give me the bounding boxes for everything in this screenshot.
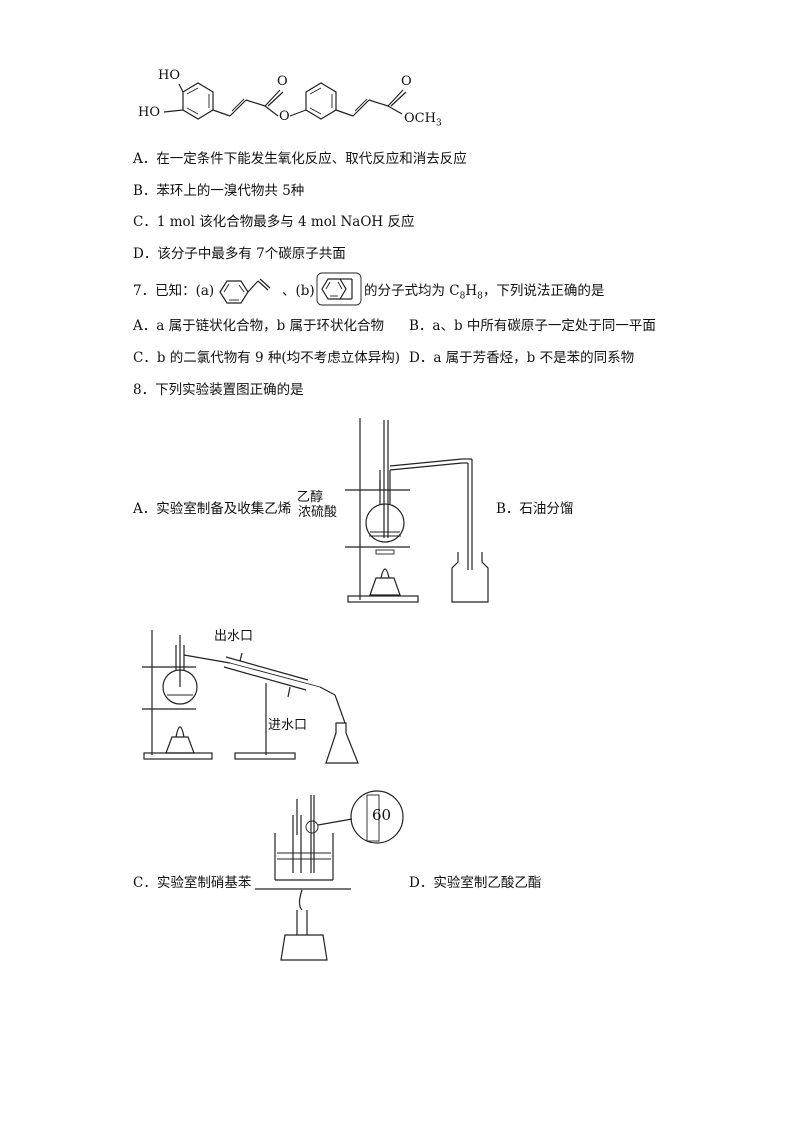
apparatus-a-label-ethanol: 乙醇 xyxy=(297,490,324,505)
q6-option-b: B．苯环上的一溴代物共 5种 xyxy=(133,183,305,199)
ho-top-label: HO xyxy=(158,68,180,83)
apparatus-a-label-sulfuric: 浓硫酸 xyxy=(298,505,338,520)
cyclobutabenzene-structure xyxy=(316,272,362,306)
och3-label: OCH3 xyxy=(404,111,442,129)
apparatus-c-nitrobenzene xyxy=(255,790,404,961)
thermometer-reading: 60 xyxy=(372,806,392,824)
q7-separator: 、(b) xyxy=(282,283,315,299)
o-carbonyl1-label: O xyxy=(277,74,288,89)
apparatus-a-ethylene xyxy=(345,418,489,603)
q7-stem-prefix: 7．已知：(a) xyxy=(133,283,215,299)
q6-option-d: D．该分子中最多有 7个碳原子共面 xyxy=(133,246,346,262)
molecule-structure xyxy=(163,82,407,120)
q7-stem-suffix: 的分子式均为 C8H8，下列说法正确的是 xyxy=(364,283,605,302)
o-ester-label: O xyxy=(279,109,290,124)
ho-bottom-label: HO xyxy=(138,105,160,120)
q8-option-c: C．实验室制硝基苯 xyxy=(133,875,252,891)
q8-stem: 8．下列实验装置图正确的是 xyxy=(133,382,304,398)
q6-option-c: C．1 mol 该化合物最多与 4 mol NaOH 反应 xyxy=(133,214,415,230)
q8-option-a: A．实验室制备及收集乙烯 xyxy=(133,501,292,517)
q7-option-a: A．a 属于链状化合物，b 属于环状化合物 xyxy=(133,318,385,334)
o-carbonyl2-label: O xyxy=(401,74,412,89)
q7-option-b: B．a、b 中所有碳原子一定处于同一平面 xyxy=(409,318,656,334)
q8-option-d: D．实验室制乙酸乙酯 xyxy=(409,875,542,891)
q6-option-a: A．在一定条件下能发生氧化反应、取代反应和消去反应 xyxy=(133,151,467,167)
q7-option-c: C．b 的二氯代物有 9 种(均不考虑立体异构) xyxy=(133,350,400,366)
styrene-structure xyxy=(219,278,271,304)
apparatus-b-label-in: 进水口 xyxy=(268,718,308,733)
q8-option-b: B．石油分馏 xyxy=(496,501,574,517)
q7-option-d: D．a 属于芳香烃，b 不是苯的同系物 xyxy=(409,350,635,366)
apparatus-b-label-out: 出水口 xyxy=(214,629,254,644)
apparatus-b-distillation xyxy=(142,630,359,764)
